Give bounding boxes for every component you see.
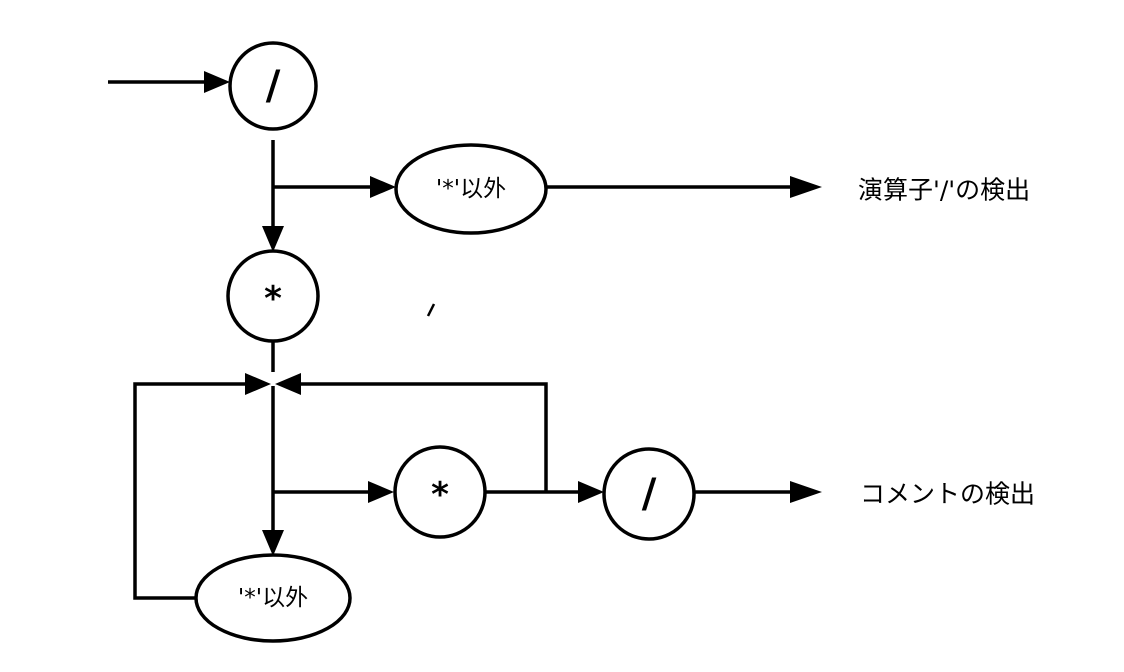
node-not-star-loop: '*'以外: [194, 553, 352, 643]
loop-edge-right: [297, 382, 548, 492]
arrowhead-junction-right: [275, 373, 301, 395]
output-comment-label: コメントの検出: [860, 480, 1035, 509]
edges: [108, 80, 798, 600]
node-star-open: *: [226, 249, 320, 343]
node-slash-end-label: /: [642, 471, 657, 517]
arrowhead-not-star-top: [370, 176, 396, 198]
node-slash-end-shape: [602, 447, 696, 541]
arrowhead-operator-output: [790, 176, 822, 198]
node-slash-start-shape: [228, 41, 318, 131]
node-star-close-shape: [393, 445, 487, 539]
arrowhead-trunk-1: [262, 226, 284, 252]
node-star-close: *: [393, 445, 487, 539]
node-star-open-label: *: [264, 279, 282, 319]
arrowhead-slash-end: [578, 481, 604, 503]
stray-mark: [426, 303, 436, 317]
arrowhead-trunk-3: [262, 530, 284, 556]
node-not-star-top-shape: [394, 143, 548, 235]
node-star-open-shape: [226, 249, 320, 343]
arrowhead-entry: [204, 71, 230, 93]
node-not-star-top: '*'以外: [394, 143, 548, 235]
node-slash-start: /: [228, 41, 318, 131]
node-slash-start-label: /: [266, 63, 281, 109]
arrowhead-comment-output: [790, 481, 822, 503]
arrowheads: [204, 71, 822, 556]
node-star-close-label: *: [431, 475, 449, 515]
loop-edge-left: [133, 382, 252, 600]
arrowhead-junction-left: [245, 373, 271, 395]
node-slash-end: /: [602, 447, 696, 541]
arrowhead-star-close: [368, 481, 394, 503]
node-not-star-top-label: '*'以外: [436, 176, 506, 202]
node-not-star-loop-label: '*'以外: [238, 585, 308, 611]
node-not-star-loop-shape: [194, 553, 352, 643]
output-operator-label: 演算子'/'の検出: [858, 176, 1030, 205]
